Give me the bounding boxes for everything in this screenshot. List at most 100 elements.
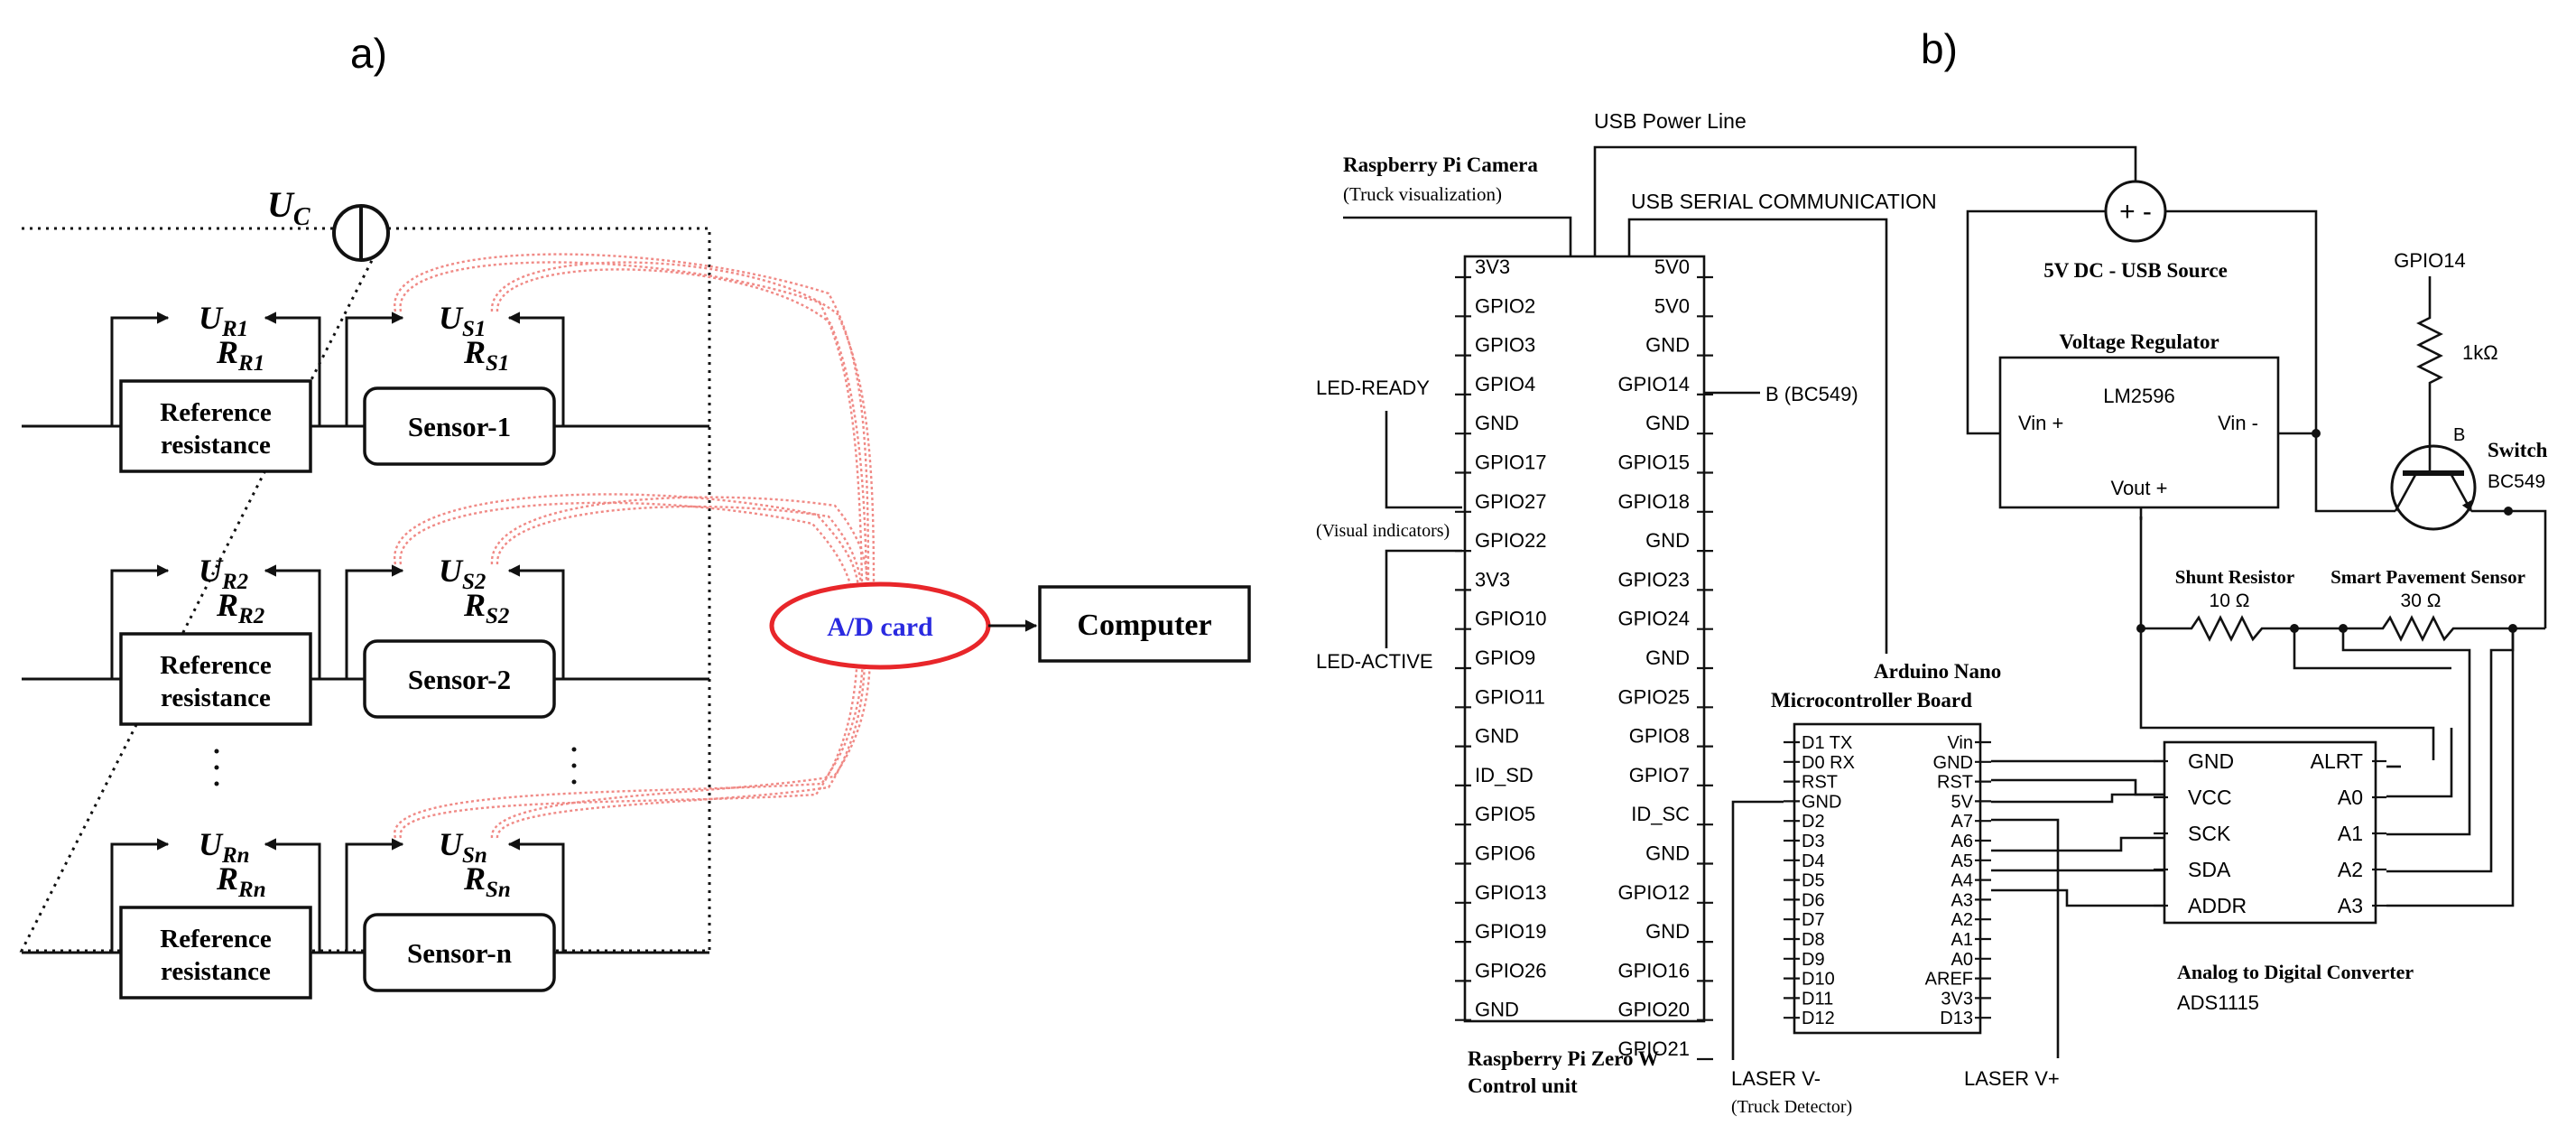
ref-label-2b: resistance (161, 684, 271, 712)
adc-title: Analog to Digital Converter (2177, 961, 2414, 983)
reference-resistance-n (119, 906, 312, 1000)
reference-resistance-1 (119, 379, 312, 473)
pavement-title: Smart Pavement Sensor (2330, 566, 2525, 588)
sensor-row-2: Reference resistance Sensor-2 UR2 RR2 US… (22, 553, 709, 726)
led-active-label: LED-ACTIVE (1316, 650, 1433, 673)
led-ready-label: LED-READY (1316, 377, 1430, 399)
pin-label: GPIO26 (1475, 959, 1546, 981)
pin-label: D6 (1802, 890, 1825, 910)
pin-label: Vin (1947, 733, 1973, 753)
vin-minus-label: Vin - (2218, 412, 2258, 434)
rs1-label: RS1 (463, 334, 509, 376)
pin-label: A4 (1951, 871, 1973, 891)
pin-label: SCK (2188, 822, 2231, 845)
vin-minus-wire (2278, 432, 2395, 513)
pin-label: GPIO2 (1475, 294, 1535, 317)
pin-label: AREF (1925, 970, 1973, 990)
measurement-wires (394, 253, 876, 839)
pavement-sensor-resistor (2343, 615, 2545, 642)
voltage-arrow-s1-left (345, 312, 404, 426)
computer-box (1038, 585, 1251, 663)
visual-indicators-label: (Visual indicators) (1316, 521, 1450, 541)
pin-label: SDA (2188, 858, 2231, 881)
panel-a-label: a) (350, 30, 387, 77)
pin-label: 3V3 (1941, 989, 1973, 1009)
pin-label: RST (1802, 773, 1838, 793)
pin-label: GPIO14 (1618, 373, 1690, 395)
gpio14-top-label: GPIO14 (2394, 249, 2465, 272)
laser-plus-label: LASER V+ (1964, 1067, 2060, 1090)
pin-label: GPIO13 (1475, 881, 1546, 904)
pin-label: A2 (1951, 910, 1973, 930)
raspberry-pi-board (1463, 255, 1706, 1023)
ur2-label: UR2 (199, 553, 248, 594)
usb-power-wire (1593, 145, 2137, 256)
camera-wire (1343, 216, 1572, 256)
ref-label-1a: Reference (160, 398, 272, 427)
sensor-row-n: Reference resistance Sensor-n URn RRn US… (22, 826, 709, 1000)
sensor-row-1: Reference resistance Sensor-1 UR1 RR1 US… (22, 300, 709, 473)
pin-label: ID_SC (1631, 803, 1690, 825)
pin-label: GPIO4 (1475, 373, 1535, 395)
pin-label: 3V3 (1475, 568, 1510, 591)
panel-b-label: b) (1921, 25, 1958, 72)
dc-source-icon (2104, 180, 2167, 243)
pin-label: GPIO19 (1475, 920, 1546, 943)
regulator-title: Voltage Regulator (2059, 330, 2219, 353)
pin-label: 5V (1951, 792, 1974, 812)
usb-serial-wire (1627, 218, 1888, 654)
pin-label: A2 (2338, 858, 2363, 881)
pin-label: GPIO6 (1475, 842, 1535, 865)
pin-label: GPIO8 (1629, 725, 1690, 748)
shunt-value: 10 Ω (2210, 591, 2250, 611)
voltage-arrow-s1-right (507, 312, 565, 426)
pin-label: VCC (2188, 786, 2232, 809)
emitter-wire (2471, 509, 2547, 628)
pin-label: A6 (1951, 832, 1973, 851)
pin-label: GND (1933, 753, 1973, 773)
vin-plus-label: Vin + (2018, 412, 2063, 434)
nano-5v2-adc-wire (1991, 793, 2164, 804)
pin-label: D1 TX (1802, 733, 1852, 753)
nano-a3-addr-wire (1991, 888, 2164, 907)
pin-label: D7 (1802, 910, 1825, 930)
ref-label-na: Reference (160, 925, 272, 953)
pin-label: GPIO23 (1618, 568, 1690, 591)
voltage-arrow-r1-right (264, 312, 321, 426)
pin-label: GPIO22 (1475, 529, 1546, 552)
camera-sub: (Truck visualization) (1343, 183, 1502, 205)
pin-label: D10 (1802, 970, 1835, 990)
pin-label: GND (1475, 725, 1519, 748)
supply-frame (19, 227, 711, 953)
pin-label: D2 (1802, 812, 1825, 832)
pin-label: D9 (1802, 950, 1825, 970)
nano-5v-adc-wire (1991, 778, 2164, 796)
pin-label: A3 (1951, 890, 1973, 910)
pin-label: D13 (1940, 1009, 1973, 1028)
sensor-n-box (363, 913, 556, 992)
rrn-label: RRn (216, 860, 266, 902)
source-right-wire (2165, 209, 2318, 433)
pin-label: A0 (1951, 950, 1973, 970)
pin-label: ADDR (2188, 894, 2247, 917)
arduino-nano-board (1793, 722, 1982, 1035)
source-label: 5V DC - USB Source (2043, 259, 2228, 282)
pin-label: GPIO20 (1618, 999, 1690, 1021)
pavement-value: 30 Ω (2401, 591, 2442, 611)
pi-title-1: Raspberry Pi Zero W (1468, 1047, 1659, 1070)
pin-label: GPIO24 (1618, 608, 1690, 630)
a3-wire (2386, 628, 2515, 907)
ur1-label: UR1 (199, 300, 248, 341)
pin-label: GND (1645, 842, 1690, 865)
source-left-wire (1966, 209, 2106, 435)
pin-label: D11 (1802, 989, 1833, 1009)
nano-title-2: Microcontroller Board (1771, 689, 1972, 712)
vout-plus-label: Vout + (2110, 477, 2167, 499)
shunt-gnd-wire (2139, 628, 2435, 760)
ad-card-label: A/D card (827, 612, 933, 642)
resistor-1k (2416, 276, 2443, 428)
voltage-arrow-r1-left (110, 312, 170, 426)
pin-label: GPIO3 (1475, 334, 1535, 357)
